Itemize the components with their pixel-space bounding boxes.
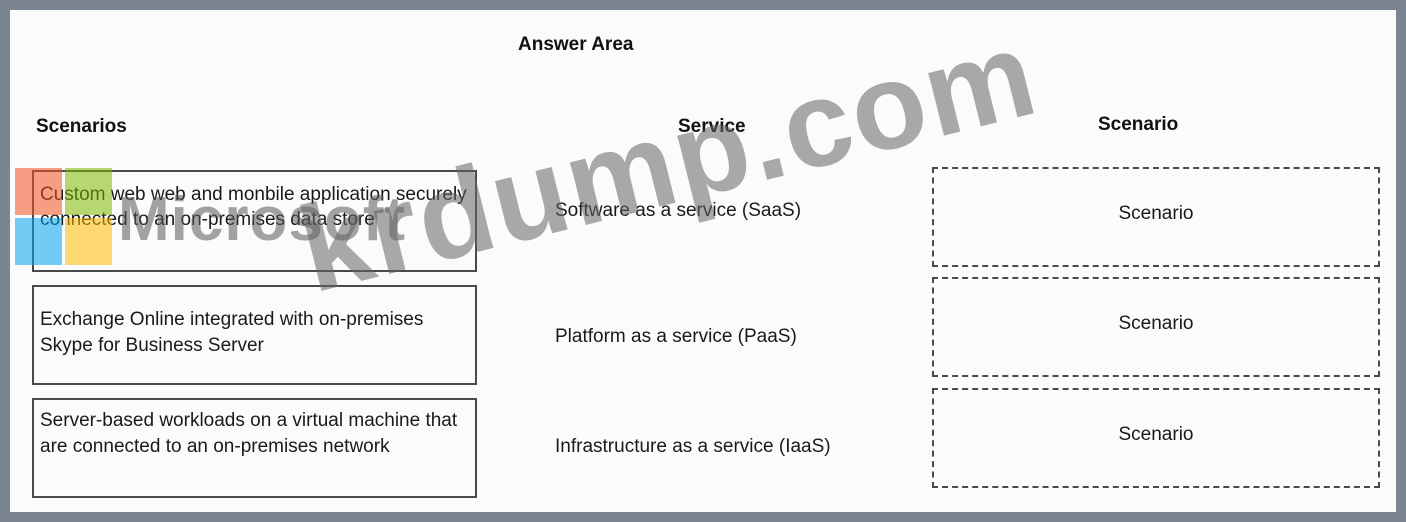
drop-target-saas[interactable]: Scenario — [932, 167, 1380, 267]
service-column-heading: Service — [678, 116, 746, 137]
drop-target-paas[interactable]: Scenario — [932, 277, 1380, 377]
answer-area-panel: Answer Area Scenarios Service Scenario C… — [10, 10, 1396, 512]
scenario-option-text: Custom web web and monbile application s… — [40, 184, 467, 230]
microsoft-watermark-text: Microsoft — [118, 185, 406, 254]
logo-square-blue — [15, 218, 62, 265]
drop-target-placeholder: Scenario — [1118, 203, 1194, 224]
krdump-watermark-text: krdump.com — [286, 10, 1050, 319]
scenario-option-text: Server-based workloads on a virtual mach… — [40, 410, 458, 457]
logo-square-red — [15, 168, 62, 215]
scenario-option-text: Exchange Online integrated with on-premi… — [40, 309, 424, 356]
logo-square-yellow — [65, 218, 112, 265]
microsoft-logo-watermark — [15, 168, 115, 268]
scenario-column-heading: Scenario — [1098, 114, 1179, 135]
logo-square-green — [65, 168, 112, 215]
scenario-option-exchange[interactable]: Exchange Online integrated with on-premi… — [32, 285, 477, 385]
service-label-paas: Platform as a service (PaaS) — [555, 326, 797, 347]
scenarios-column-heading: Scenarios — [36, 116, 127, 137]
drop-target-placeholder: Scenario — [1118, 424, 1194, 445]
service-label-saas: Software as a service (SaaS) — [555, 200, 802, 221]
scenario-option-vm-workloads[interactable]: Server-based workloads on a virtual mach… — [32, 398, 477, 498]
drop-target-placeholder: Scenario — [1118, 313, 1194, 334]
scenario-option-web-app[interactable]: Custom web web and monbile application s… — [32, 170, 477, 272]
service-label-iaas: Infrastructure as a service (IaaS) — [555, 436, 831, 457]
drop-target-iaas[interactable]: Scenario — [932, 388, 1380, 488]
answer-area-title: Answer Area — [518, 34, 634, 55]
